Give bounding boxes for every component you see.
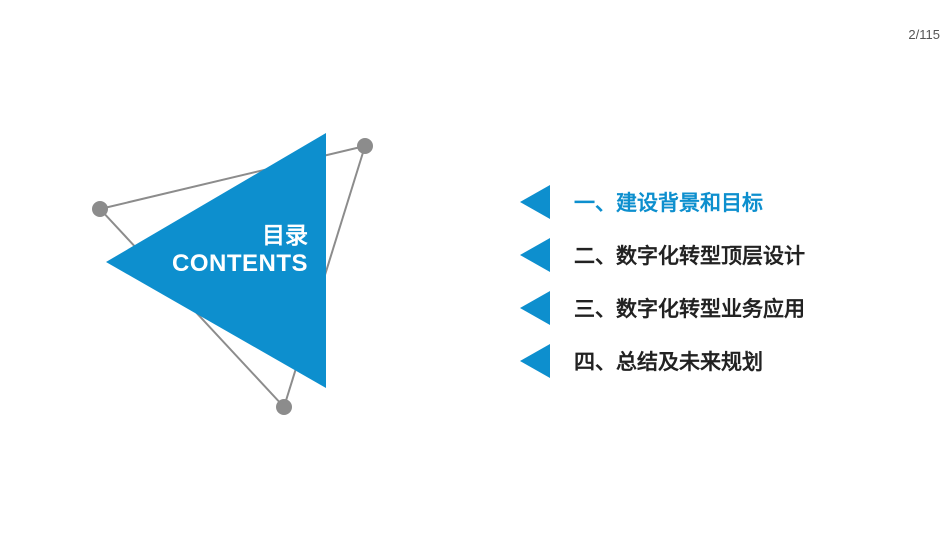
title-english: CONTENTS <box>172 250 308 277</box>
node-top-right <box>357 138 373 154</box>
node-bottom <box>276 399 292 415</box>
title-chinese: 目录 <box>262 223 308 249</box>
toc-item-1[interactable]: 一、建设背景和目标 <box>520 184 805 220</box>
toc-item-label: 一、建设背景和目标 <box>574 191 763 215</box>
toc-item-label: 四、总结及未来规划 <box>574 350 763 374</box>
node-left <box>92 201 108 217</box>
toc-item-label: 二、数字化转型顶层设计 <box>574 244 805 268</box>
table-of-contents: 一、建设背景和目标 二、数字化转型顶层设计 三、数字化转型业务应用 四、总结及未… <box>520 184 805 396</box>
toc-item-label: 三、数字化转型业务应用 <box>574 297 805 321</box>
arrow-left-icon <box>520 238 550 272</box>
arrow-left-icon <box>520 185 550 219</box>
contents-title: 目录 CONTENTS <box>140 222 308 278</box>
arrow-left-icon <box>520 344 550 378</box>
toc-item-2[interactable]: 二、数字化转型顶层设计 <box>520 237 805 273</box>
page-number: 2/115 <box>908 27 940 42</box>
toc-item-4[interactable]: 四、总结及未来规划 <box>520 343 805 379</box>
blue-triangle <box>106 133 326 388</box>
arrow-left-icon <box>520 291 550 325</box>
toc-item-3[interactable]: 三、数字化转型业务应用 <box>520 290 805 326</box>
